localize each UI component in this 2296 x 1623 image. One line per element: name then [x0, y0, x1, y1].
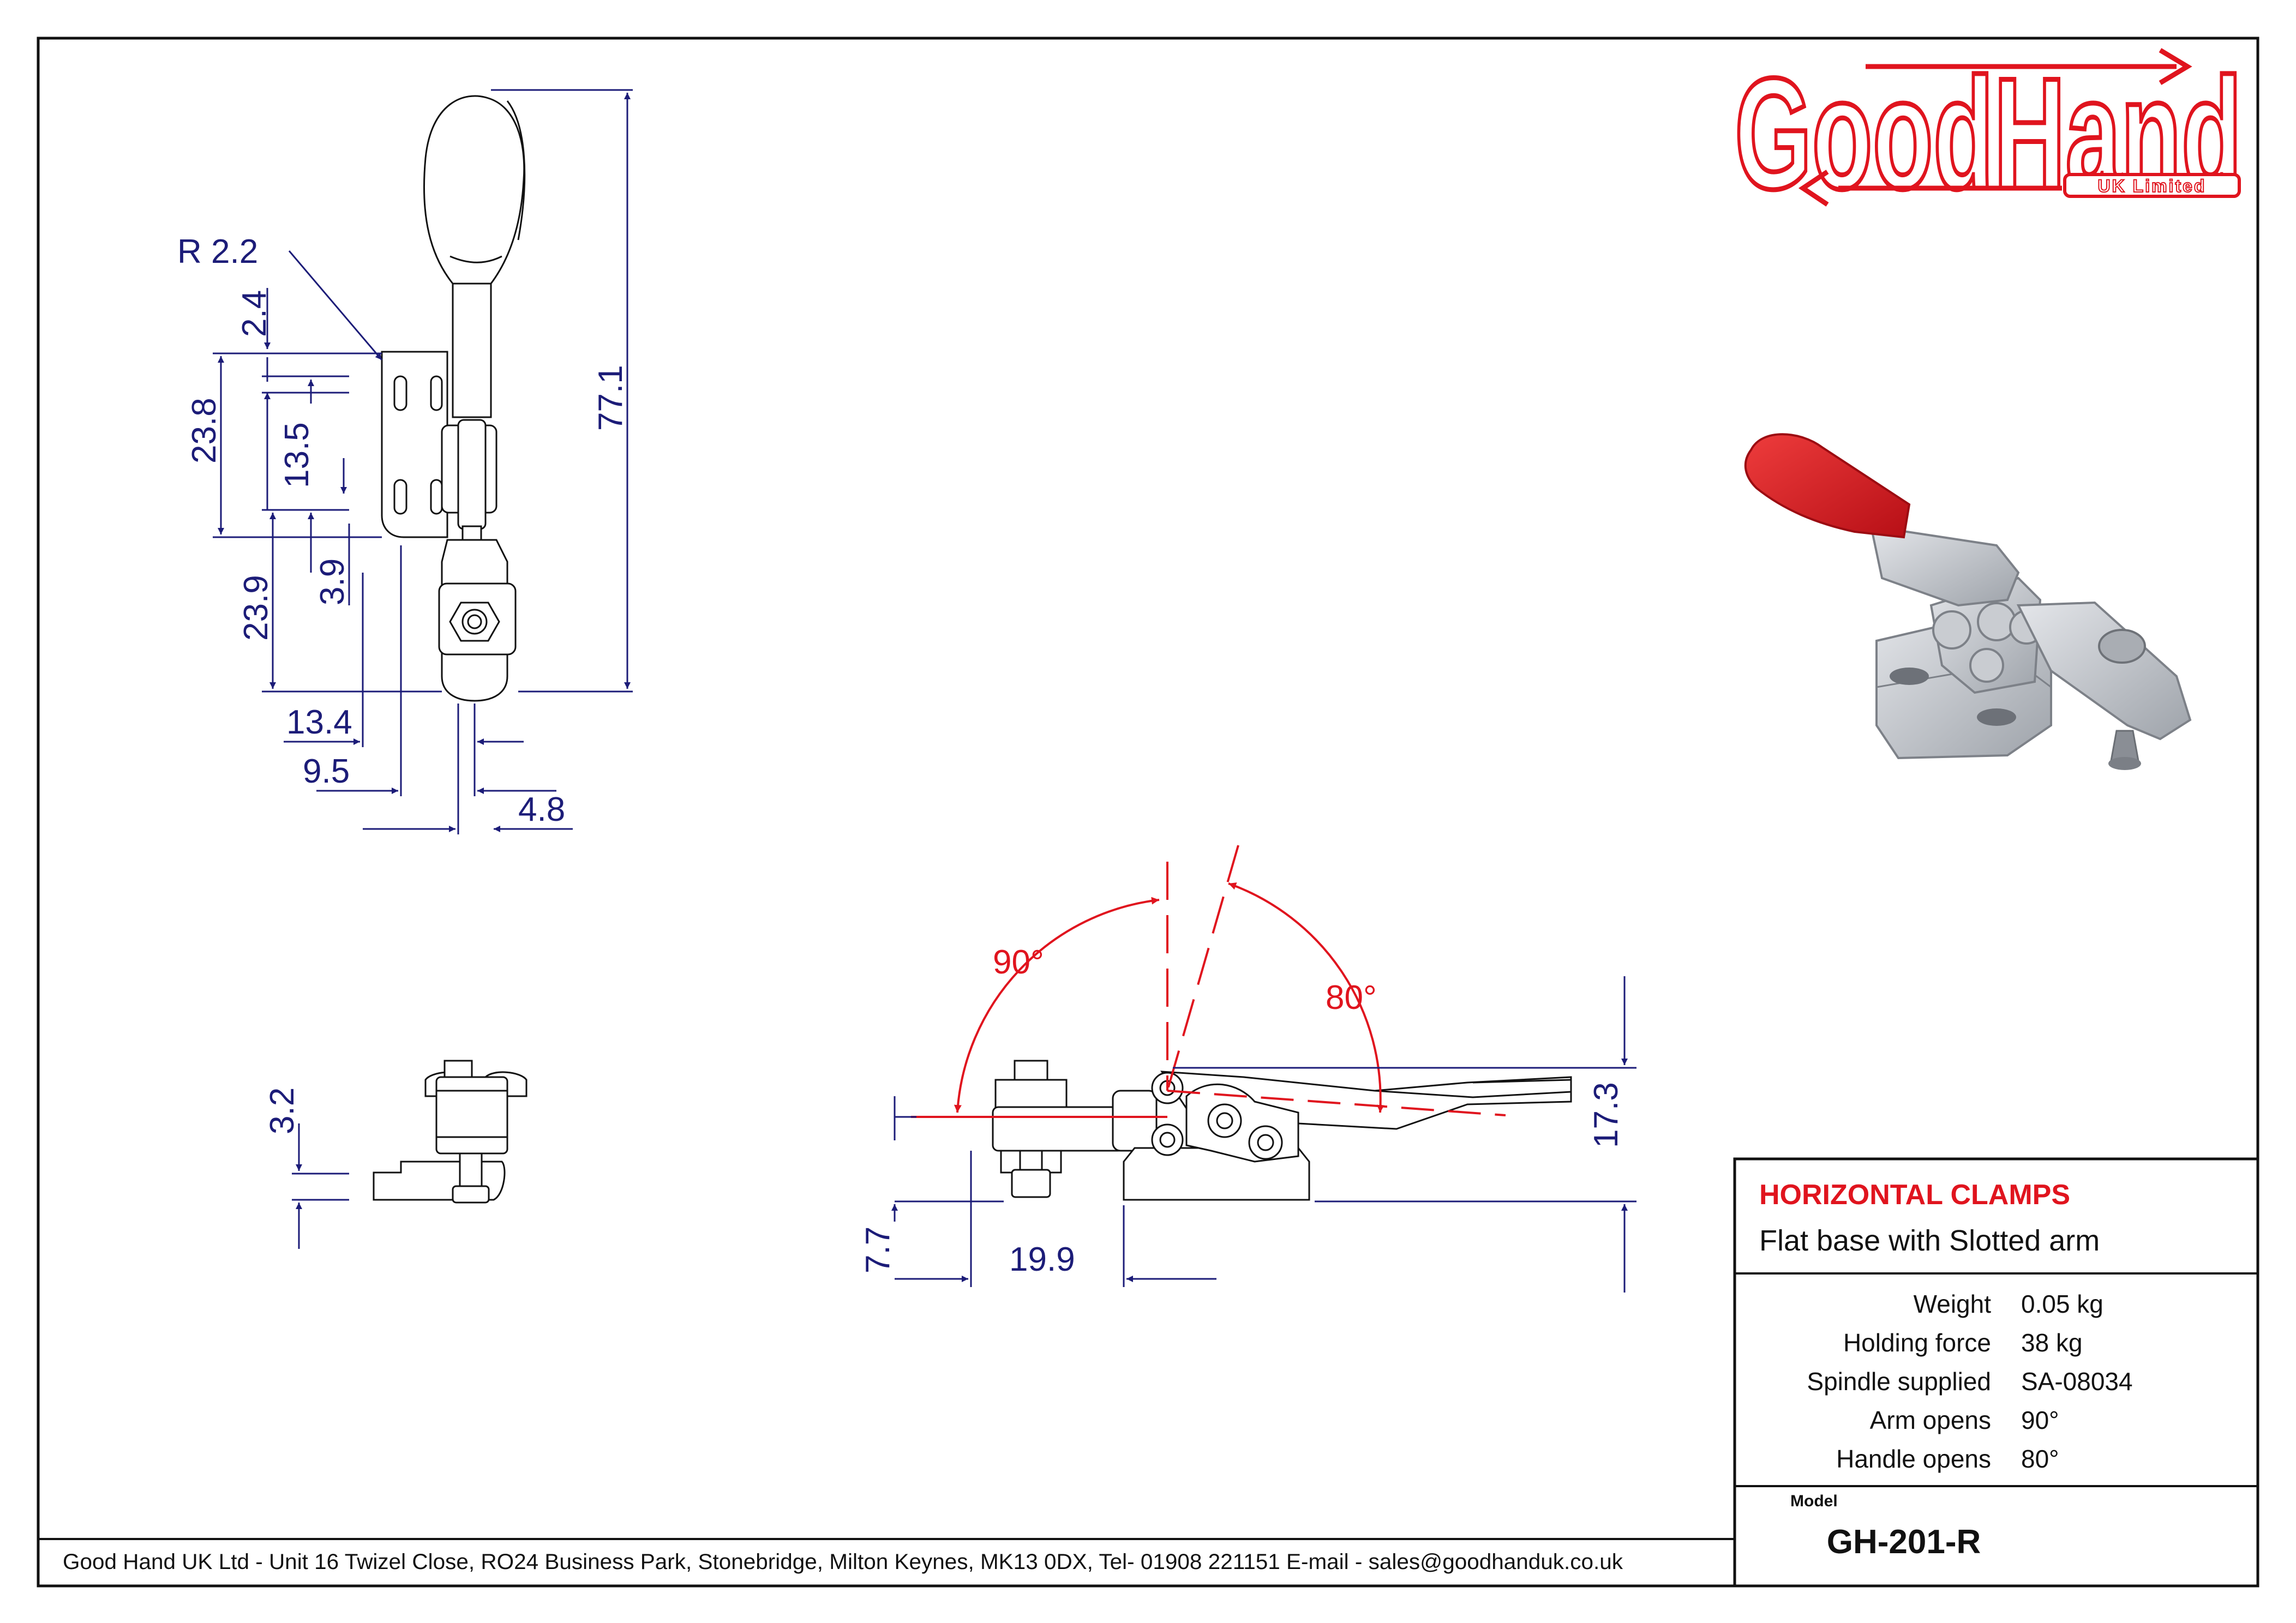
sheet-border: [37, 37, 2259, 1588]
dim-23-9: 23.9: [237, 575, 275, 641]
spec-weight-label: Weight: [1914, 1290, 1992, 1318]
dim-77-1: 77.1: [592, 365, 630, 431]
logo-subtitle: UK Limited: [2098, 176, 2207, 196]
dim-23-8: 23.8: [185, 398, 223, 464]
spec-weight-value: 0.05 kg: [2021, 1290, 2103, 1318]
end-view: [373, 1060, 527, 1204]
spec-holding-force-value: 38 kg: [2021, 1329, 2083, 1357]
dim-4-8: 4.8: [518, 791, 565, 828]
dim-7-7: 7.7: [859, 1227, 897, 1273]
side-view-dimension-labels: 17.3 7.7 19.9: [859, 1082, 1625, 1278]
footer-address: Good Hand UK Ltd - Unit 16 Twizel Close,…: [63, 1550, 1623, 1574]
model-label: Model: [1790, 1492, 1838, 1510]
side-view-dimensions: [891, 976, 1636, 1293]
top-view-dimension-labels: R 2.2 2.4 23.8 13.5 77.1 3.9 23.9 13.4 9…: [177, 233, 630, 828]
dim-19-9: 19.9: [1009, 1241, 1075, 1278]
end-view-dimensions: [292, 1123, 349, 1249]
spec-spindle-label: Spindle supplied: [1807, 1367, 1991, 1396]
title-block: HORIZONTAL CLAMPS Flat base with Slotted…: [1733, 1157, 2259, 1588]
spec-spindle-value: SA-08034: [2021, 1367, 2133, 1396]
dim-9-5: 9.5: [303, 753, 350, 790]
dim-3-2: 3.2: [263, 1087, 301, 1134]
clamp-3d-render: [1744, 433, 2192, 770]
spec-handle-opens-value: 80°: [2021, 1445, 2059, 1473]
spec-holding-force-label: Holding force: [1843, 1329, 1991, 1357]
spec-arm-opens-label: Arm opens: [1870, 1406, 1991, 1434]
angle-90: 90°: [993, 943, 1044, 981]
goodhand-logo: GoodHand UK Limited: [1733, 43, 2245, 225]
opening-angles: [911, 845, 1506, 1118]
side-view: [992, 1060, 1572, 1201]
model-number: GH-201-R: [1827, 1523, 1981, 1561]
dim-2-4: 2.4: [236, 290, 273, 337]
opening-angle-labels: 90° 80°: [993, 943, 1377, 1017]
spec-handle-opens-label: Handle opens: [1836, 1445, 1991, 1473]
category-title: HORIZONTAL CLAMPS: [1759, 1179, 2070, 1211]
dim-13-5: 13.5: [278, 422, 316, 488]
angle-80: 80°: [1326, 979, 1377, 1017]
dim-13-4: 13.4: [286, 704, 352, 741]
spec-table: Weight 0.05 kg Holding force 38 kg Spind…: [1807, 1290, 2132, 1473]
dim-3-9: 3.9: [314, 558, 351, 605]
dim-r2-2: R 2.2: [177, 233, 258, 270]
dim-17-3: 17.3: [1587, 1082, 1625, 1148]
top-view-dimensions: [213, 89, 633, 834]
spec-arm-opens-value: 90°: [2021, 1406, 2059, 1434]
category-description: Flat base with Slotted arm: [1759, 1224, 2100, 1257]
top-view: [381, 95, 526, 702]
